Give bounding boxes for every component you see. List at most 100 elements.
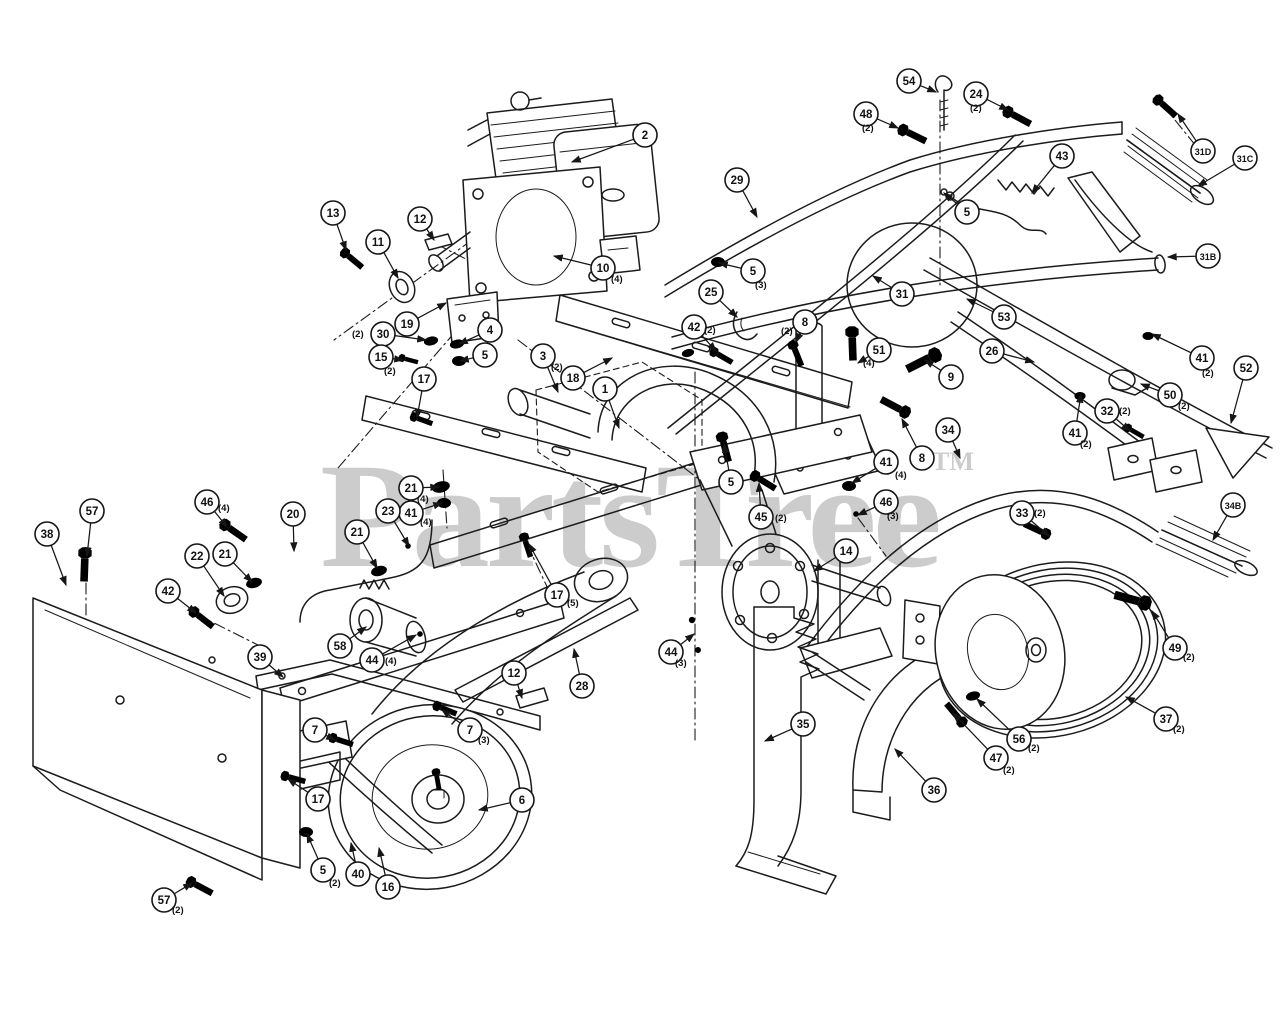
- callout-57[interactable]: 57: [79, 498, 105, 558]
- balloon-circle: [1232, 145, 1258, 171]
- callout-21[interactable]: 21: [344, 519, 378, 570]
- callout-1[interactable]: 1: [592, 376, 620, 430]
- callout-56[interactable]: 56(2): [976, 698, 1040, 754]
- callout-46[interactable]: 46(3): [856, 489, 899, 522]
- callout-36[interactable]: 36: [894, 748, 947, 803]
- callout-14[interactable]: 14: [812, 538, 859, 572]
- callout-41[interactable]: 41(4): [850, 449, 907, 484]
- callout-35[interactable]: 35: [763, 711, 816, 742]
- callout-21[interactable]: 21: [212, 541, 253, 583]
- callout-41[interactable]: 41(4): [398, 500, 444, 528]
- callout-15[interactable]: 15(2): [368, 344, 405, 377]
- callout-2[interactable]: 2: [570, 122, 658, 163]
- leader-line: [717, 261, 742, 269]
- balloon-number: 15: [375, 352, 388, 364]
- balloon-number: 10: [597, 263, 610, 275]
- leader-line: [393, 520, 410, 548]
- balloon-circle: [368, 344, 394, 370]
- leader-line: [583, 357, 614, 374]
- callout-58[interactable]: 58: [327, 626, 368, 659]
- callout-31C[interactable]: 31C: [1196, 145, 1258, 187]
- callout-25[interactable]: 25: [698, 279, 738, 318]
- callout-40[interactable]: 40: [345, 841, 371, 887]
- callout-5[interactable]: 5: [943, 192, 980, 225]
- balloon-number: 46: [880, 497, 893, 509]
- callout-48[interactable]: 48(2): [853, 101, 900, 134]
- balloon-number: 36: [928, 785, 941, 797]
- callout-31B[interactable]: 31B: [1166, 243, 1221, 269]
- callout-26[interactable]: 26: [979, 338, 1036, 364]
- callout-7[interactable]: 7: [302, 717, 337, 743]
- callout-5[interactable]: 5: [718, 442, 744, 495]
- callout-18[interactable]: 18: [560, 357, 614, 391]
- callout-49[interactable]: 49(2): [1151, 609, 1195, 663]
- callout-5[interactable]: 5: [458, 342, 498, 368]
- callout-8[interactable]: 8: [901, 417, 935, 471]
- callout-21[interactable]: 21(4): [398, 475, 441, 505]
- callout-44[interactable]: 44(4): [359, 634, 418, 673]
- callout-28[interactable]: 28: [569, 647, 595, 699]
- callout-29[interactable]: 29: [724, 167, 758, 219]
- callout-9[interactable]: 9: [923, 359, 964, 390]
- balloon-circle: [681, 314, 707, 340]
- callout-4[interactable]: 4: [457, 317, 503, 345]
- callout-37[interactable]: 37(2): [1124, 696, 1185, 735]
- leader-line: [84, 522, 92, 558]
- balloon-circle: [983, 745, 1009, 771]
- callout-16[interactable]: 16: [375, 846, 401, 900]
- callout-12[interactable]: 12: [501, 660, 527, 700]
- callout-34B[interactable]: 34B: [1212, 492, 1246, 542]
- callout-5[interactable]: 5(3): [717, 258, 767, 291]
- callout-45[interactable]: 45(2): [748, 481, 787, 530]
- balloon-number: 17: [551, 590, 564, 602]
- callout-13[interactable]: 13: [320, 200, 347, 252]
- callout-33[interactable]: 33(2): [1009, 500, 1050, 537]
- callout-24[interactable]: 24(2): [963, 81, 1010, 114]
- callout-50[interactable]: 50(2): [1139, 382, 1190, 412]
- callout-5[interactable]: 5(2): [306, 832, 341, 889]
- balloon-circle: [698, 279, 724, 305]
- callout-32[interactable]: 32(2): [1094, 398, 1131, 432]
- balloon-circle: [979, 338, 1005, 364]
- callout-8[interactable]: 8(2): [781, 309, 818, 344]
- callout-52[interactable]: 52: [1229, 355, 1259, 425]
- balloon-circle: [724, 167, 750, 193]
- callout-46[interactable]: 46(4): [194, 489, 230, 528]
- callout-54[interactable]: 54: [896, 68, 938, 94]
- callout-7[interactable]: 7(3): [440, 709, 490, 746]
- callout-43[interactable]: 43: [1031, 143, 1075, 194]
- callout-12[interactable]: 12: [407, 206, 435, 242]
- callout-30[interactable]: 30(2): [352, 321, 428, 347]
- callout-10[interactable]: 10(4): [552, 254, 623, 285]
- callout-3[interactable]: 3(2): [530, 343, 563, 394]
- callout-47[interactable]: 47(2): [952, 712, 1015, 776]
- callout-17[interactable]: 17(5): [528, 542, 579, 609]
- balloon-circle: [184, 543, 210, 569]
- callout-42[interactable]: 42: [155, 578, 197, 614]
- callout-20[interactable]: 20: [280, 501, 306, 553]
- balloon-circle: [151, 887, 177, 913]
- callout-57[interactable]: 57(2): [151, 882, 194, 916]
- callout-19[interactable]: 19: [394, 302, 448, 337]
- callout-41[interactable]: 41(2): [1062, 392, 1092, 450]
- callout-42[interactable]: 42(2): [681, 314, 717, 352]
- callout-44[interactable]: 44(3): [658, 633, 695, 669]
- callout-17[interactable]: 17: [286, 778, 331, 812]
- callout-38[interactable]: 38: [34, 521, 67, 587]
- callout-31D[interactable]: 31D: [1177, 112, 1216, 164]
- callout-53[interactable]: 53: [965, 298, 1017, 330]
- callout-39[interactable]: 39: [247, 644, 284, 678]
- callout-31[interactable]: 31: [871, 275, 915, 307]
- callout-22[interactable]: 22: [184, 543, 225, 598]
- leader-line: [1030, 520, 1050, 537]
- callout-51[interactable]: 51(4): [856, 337, 892, 369]
- leader-line: [362, 542, 378, 570]
- callout-6[interactable]: 6: [477, 787, 535, 813]
- callout-11[interactable]: 11: [365, 229, 399, 280]
- callout-23[interactable]: 23: [375, 498, 410, 548]
- callout-34[interactable]: 34: [935, 417, 961, 460]
- callout-41[interactable]: 41(2): [1150, 333, 1215, 379]
- leader-line: [458, 355, 474, 363]
- callout-17[interactable]: 17: [411, 366, 437, 420]
